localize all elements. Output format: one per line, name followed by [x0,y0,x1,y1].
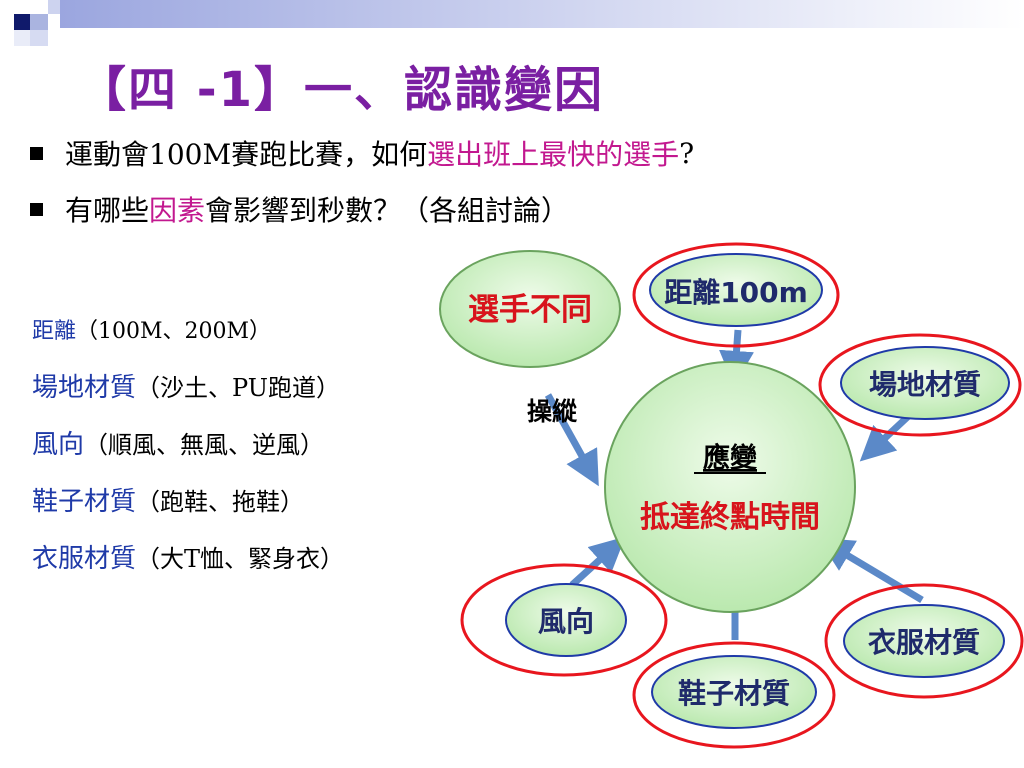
arrow-clothes [817,537,924,604]
factor-item: 衣服材質（大T恤、緊身衣） [32,528,344,585]
node-dependent-label: 抵達終點時間 [640,500,820,535]
factor-label: 距離 [32,318,77,344]
bullet-highlight-text: 因素 [149,194,206,227]
node-distance: 距離100m [632,242,840,348]
arrows [544,329,924,640]
factor-item: 風向（順風、無風、逆風） [32,414,344,471]
bullet-square-icon [30,202,43,216]
svg-text:風向: 風向 [538,605,594,638]
node-clothes: 衣服材質 [824,583,1024,699]
node-dependent-title: 應變 [703,442,758,474]
svg-text:距離100m: 距離100m [664,276,808,309]
node-manipulated-label: 選手不同 [468,292,592,328]
node-wind: 風向 [460,563,668,677]
factor-list: 距離（100M、200M）場地材質（沙土、PU跑道）風向（順風、無風、逆風）鞋子… [32,300,344,585]
factor-item: 距離（100M、200M） [32,300,344,357]
factor-item: 鞋子材質（跑鞋、拖鞋） [32,471,344,528]
factor-detail: （100M、200M） [76,318,272,344]
node-manipulated: 選手不同 [439,250,621,368]
factor-label: 衣服材質 [32,544,137,574]
bullet-highlight-text: 選出班上最快的選手 [427,138,680,171]
factor-detail: （跑鞋、拖鞋） [136,488,305,516]
bullet-text: ? [679,136,695,170]
corner-decoration [0,0,62,46]
arrow-manipulated [544,393,599,487]
manipulated-label: 操縱 [527,397,578,426]
factor-label: 風向 [32,430,85,460]
node-dependent: 應變 抵達終點時間 [604,361,856,613]
bullet-list: 運動會100M賽跑比賽，如何選出班上最快的選手?有哪些因素會影響到秒數？（各組討… [30,125,694,237]
svg-text:鞋子材質: 鞋子材質 [678,677,790,710]
svg-text:場地材質: 場地材質 [869,368,981,401]
svg-text:衣服材質: 衣服材質 [868,626,980,659]
bullet-text: 會影響到秒數？（各組討論） [205,194,570,227]
bullet-text: 有哪些 [65,194,150,227]
factor-detail: （沙土、PU跑道） [136,374,340,402]
factor-label: 場地材質 [32,373,137,403]
arrow-wind [569,536,626,588]
header-gradient-bar [60,0,1024,28]
bullet-item: 運動會100M賽跑比賽，如何選出班上最快的選手? [30,125,694,181]
factor-detail: （順風、無風、逆風） [84,431,325,459]
factor-item: 場地材質（沙土、PU跑道） [32,357,344,414]
node-shoes: 鞋子材質 [632,641,836,749]
factor-detail: （大T恤、緊身衣） [136,545,345,573]
bullet-item: 有哪些因素會影響到秒數？（各組討論） [30,181,694,237]
node-ground: 場地材質 [818,333,1022,437]
bullet-text: 運動會100M賽跑比賽，如何 [65,138,428,171]
bullet-square-icon [30,146,43,160]
factor-label: 鞋子材質 [32,487,137,517]
slide-title: 【四 -1】一、認識變因 [78,62,605,118]
